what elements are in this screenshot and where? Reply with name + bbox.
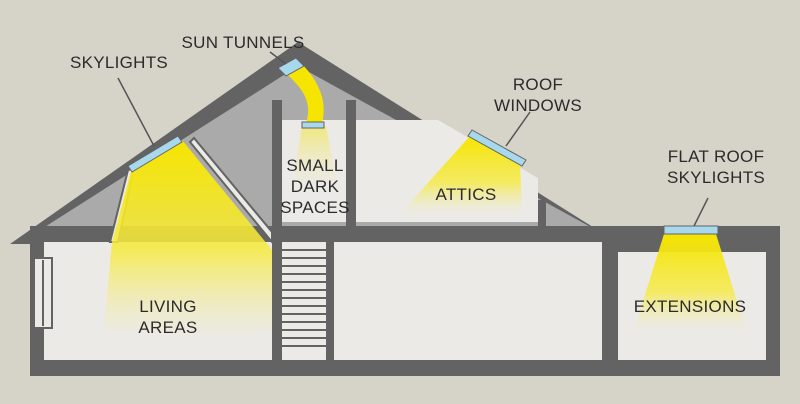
sun-tunnel-diffuser <box>301 121 325 129</box>
living-shaft-right-wall <box>188 136 273 245</box>
leader-roof-windows <box>505 111 531 147</box>
small-dark-light <box>292 126 338 190</box>
extension-light-beam <box>634 234 746 330</box>
leader-flat-roof <box>693 197 709 227</box>
sun-tunnel-tube <box>282 62 324 124</box>
living-areas-label: LIVING AREAS <box>138 297 198 337</box>
leader-lines <box>117 51 709 227</box>
small-dark-spaces-label: SMALL DARK SPACES <box>280 156 350 217</box>
attic-wall-left <box>272 100 282 242</box>
leader-skylights <box>117 77 155 147</box>
roof-window-glass <box>467 129 527 167</box>
flat-roof-skylight-glass <box>663 225 719 235</box>
middle-room <box>334 242 602 360</box>
extensions-label: EXTENSIONS <box>633 297 747 316</box>
flat-roof-skylights-label: FLAT ROOF SKYLIGHTS <box>666 147 766 187</box>
roof-windows-label: ROOF WINDOWS <box>493 75 583 115</box>
sun-tunnels-label: SUN TUNNELS <box>181 33 305 52</box>
leader-sun-tunnels <box>269 51 287 65</box>
attics-label: ATTICS <box>435 185 497 204</box>
skylight-glass <box>127 135 183 173</box>
attic-wall-mid <box>346 100 356 230</box>
attic-light-beam <box>400 136 522 214</box>
staircase <box>282 249 326 347</box>
attic-wall-right <box>538 200 546 230</box>
skylights-label: SKYLIGHTS <box>69 53 169 72</box>
stairwell <box>282 242 326 360</box>
living-light-beam <box>104 140 272 340</box>
sun-tunnel-dome <box>277 57 305 77</box>
